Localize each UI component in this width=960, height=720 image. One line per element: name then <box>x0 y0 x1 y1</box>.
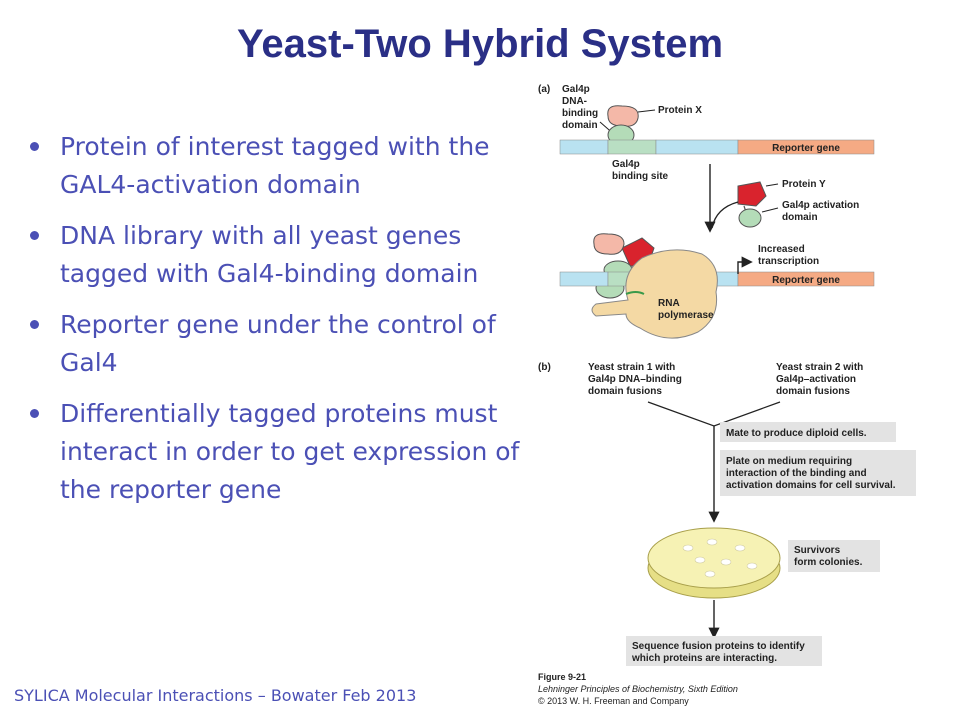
figure-number: Figure 9-21 <box>538 672 586 682</box>
sequence-step-text: Sequence fusion proteins to identify whi… <box>631 641 808 664</box>
survivors-text: Survivors form colonies. <box>794 545 863 568</box>
colony <box>706 538 718 546</box>
protein-y-shape <box>737 181 767 207</box>
panel-b: (b) Yeast strain 1 with Gal4p DNA–bindin… <box>538 362 916 666</box>
reporter-gene-segment <box>737 139 875 155</box>
mate-step-text: Mate to produce diploid cells. <box>726 428 867 439</box>
yeast-two-hybrid-figure: (a) Gal4p DNA- binding domain Protein X … <box>538 84 916 706</box>
dna-segment <box>559 139 609 155</box>
gal4p-dna-binding-domain-label: Gal4p DNA- binding domain <box>562 84 601 131</box>
reporter-gene-label: Reporter gene <box>772 143 840 154</box>
copyright: © 2013 W. H. Freeman and Company <box>538 696 689 706</box>
petri-dish-surface <box>647 527 781 589</box>
gal4p-binding-site-label: Gal4p binding site <box>612 159 669 182</box>
increased-transcription-label: Increased transcription <box>758 244 819 267</box>
bullet-item: Differentially tagged proteins must inte… <box>28 395 528 509</box>
bullet-text: Reporter gene under the control of Gal4 <box>60 310 496 377</box>
colony <box>704 570 716 578</box>
book-title: Lehninger Principles of Biochemistry, Si… <box>538 684 738 694</box>
activation-domain-leader <box>761 207 779 213</box>
reporter-gene-segment <box>737 271 875 287</box>
gal4p-binding-site <box>607 139 657 155</box>
colony <box>720 558 732 566</box>
protein-x-shape <box>607 105 639 127</box>
colony <box>682 544 694 552</box>
protein-y-leader <box>765 183 779 187</box>
curved-arrow <box>711 201 739 229</box>
gal4p-activation-domain-label: Gal4p activation domain <box>782 200 862 223</box>
reporter-gene-label: Reporter gene <box>772 275 840 286</box>
colony <box>694 556 706 564</box>
sequence-step-box <box>626 636 822 666</box>
yeast-strain-2-label: Yeast strain 2 with Gal4p–activation dom… <box>776 362 866 397</box>
bullet-text: DNA library with all yeast genes tagged … <box>60 221 479 288</box>
slide-title: Yeast-Two Hybrid System <box>236 22 724 66</box>
plate-step-text: Plate on medium requiring interaction of… <box>726 456 896 491</box>
bullet-dot-icon <box>30 142 39 151</box>
rna-polymerase-shape <box>591 249 718 339</box>
bullet-item: DNA library with all yeast genes tagged … <box>28 217 528 293</box>
colony <box>746 562 758 570</box>
bullet-dot-icon <box>30 231 39 240</box>
slide-footer: SYLICA Molecular Interactions – Bowater … <box>14 686 417 705</box>
survivors-box <box>788 540 880 572</box>
yeast-strain-1-label: Yeast strain 1 with Gal4p DNA–binding do… <box>588 362 685 397</box>
panel-a-label: (a) <box>538 84 550 95</box>
activation-domain-shape <box>738 208 762 228</box>
bullet-item: Protein of interest tagged with the GAL4… <box>28 128 528 204</box>
bullet-list: Protein of interest tagged with the GAL4… <box>28 128 528 522</box>
dna-segment <box>559 271 609 287</box>
panel-b-label: (b) <box>538 362 551 373</box>
mate-step-box <box>720 422 896 442</box>
plate-step-box <box>720 450 916 496</box>
protein-x-label: Protein X <box>658 105 702 116</box>
protein-y-label: Protein Y <box>782 179 826 190</box>
bullet-item: Reporter gene under the control of Gal4 <box>28 306 528 382</box>
transcription-arrow <box>737 256 753 274</box>
colony <box>734 544 746 552</box>
figure-caption: Figure 9-21 Lehninger Principles of Bioc… <box>538 672 738 706</box>
dna-segment <box>655 139 739 155</box>
yeast-colonies <box>682 538 758 578</box>
rna-polymerase-label: RNA polymerase <box>658 298 714 321</box>
bullet-dot-icon <box>30 409 39 418</box>
bullet-text: Protein of interest tagged with the GAL4… <box>60 132 490 199</box>
bullet-dot-icon <box>30 320 39 329</box>
bullet-text: Differentially tagged proteins must inte… <box>60 399 520 504</box>
protein-x-leader <box>637 109 656 113</box>
rna-strand <box>625 291 645 295</box>
panel-a: (a) Gal4p DNA- binding domain Protein X … <box>538 84 875 339</box>
protein-x-bound-shape <box>593 233 625 255</box>
